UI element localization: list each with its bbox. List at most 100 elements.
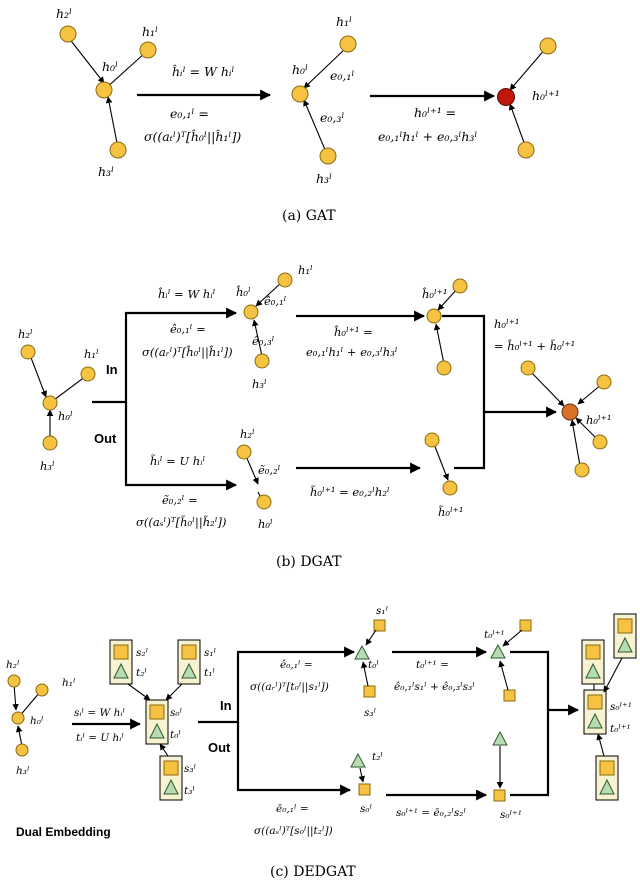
edge-c-in-3-0 [360,661,369,687]
node-a-m-h3 [319,147,337,165]
label-a-h2: h₂ˡ [56,6,72,21]
edge-b-f-d [569,419,581,467]
triangle-c-2 [113,662,129,679]
square-c-f-c [587,694,603,710]
edge-a-2-0 [67,36,105,84]
label-b-h0: h₀ˡ [58,409,73,423]
label-c-in-s3: s₃ˡ [364,707,376,719]
eq-b-sum2: = ĥ₀ˡ⁺¹ + h̃₀ˡ⁺¹ [494,339,575,353]
node-b-in-res [426,308,442,324]
eq-b-sum1: h₀ˡ⁺¹ [494,317,520,331]
edge-b-out-2-0 [245,455,259,485]
label-b-out-e02: ẽ₀,₂ˡ [258,463,281,477]
node-b-f-3 [592,434,608,450]
eq-a-next2: e₀,₁ˡh₁ˡ + e₀,₃ˡh₃ˡ [378,129,477,144]
label-c-box2-t: t₂ˡ [136,667,147,679]
caption-c: (c) DEDGAT [270,864,356,880]
node-b-f-1 [520,360,536,376]
edge-a-m-1-0 [303,47,347,89]
eq-c-in-agg2: ê₀,₁ˡs₁ˡ + ê₀,₃ˡs₃ˡ [394,681,475,693]
square-c-3 [163,760,179,776]
triangle-c-f-d [599,778,615,795]
label-c-box2-s: s₂ˡ [136,647,148,659]
label-c-final-s: s₀ˡ⁺¹ [610,701,632,713]
label-c-h2: h₂ˡ [6,659,20,671]
label-a-m-h1: h₁ˡ [336,14,352,29]
eq-c-emb-s: sᵢˡ = W hᵢˡ [74,707,125,719]
node-a-h1 [139,41,157,59]
square-c-out-s0 [358,783,371,796]
edge-b-in-res-a [437,287,459,311]
square-c-f-d [599,760,615,776]
label-a-m-h0: h₀ˡ [292,62,308,77]
eq-b-out-agg: h̃₀ˡ⁺¹ = e₀,₂ˡh₂ˡ [310,485,390,499]
node-b-h2 [20,344,36,360]
label-c-in-t0: t₀ˡ [368,659,379,671]
edge-c-f-b [603,657,623,693]
label-c-box1-t: t₁ˡ [204,667,215,679]
label-c-out-t2: t₂ˡ [372,751,383,763]
node-b-h0 [42,395,58,411]
node-b-out-res [442,480,458,496]
label-b-h1: h₁ˡ [84,347,99,361]
triangle-c-f-b [617,636,633,653]
label-c-in: In [220,698,232,713]
label-b-in-e03: ê₀,₃ˡ [252,334,275,348]
node-b-in-res-n3 [436,360,452,376]
edge-c-in-1-0 [365,629,377,646]
label-c-box1-s: s₁ˡ [204,647,216,659]
eq-b-in-e01: ê₀,₁ˡ = [170,322,206,336]
node-c-h3 [15,743,29,757]
label-b-out-res: h̃₀ˡ⁺¹ [438,505,464,519]
label-b-target: h₀ˡ⁺¹ [586,413,612,427]
square-c-in-s3 [363,685,376,698]
arrow-c-in [198,646,356,724]
arrow-b-in [92,307,238,404]
triangle-c-in-t0 [354,644,370,660]
edge-b-out-res [433,443,449,481]
edge-b-in-1-0 [255,281,283,307]
label-a-target: h₀ˡ⁺¹ [532,88,560,103]
node-a-r-h3 [517,141,535,159]
label-c-final-t: t₀ˡ⁺¹ [610,723,631,735]
triangle-c-f-a [585,662,601,679]
eq-c-out-sigma: σ((aₛˡ)ᵀ[s₀ˡ||t₂ˡ]) [254,825,333,838]
edge-b-in-3-0 [252,319,263,357]
edge-c-box-2-0 [127,683,151,701]
panel-dedgat: h₂ˡ h₁ˡ h₀ˡ h₃ˡ sᵢˡ = W hᵢˡ tᵢˡ = U hᵢˡ … [6,605,637,880]
label-c-out-s0: s₀ˡ [360,803,372,815]
triangle-c-0 [149,722,165,739]
node-a-target [497,88,515,106]
square-c-out-res [493,789,506,802]
label-b-in-h1: h₁ˡ [298,263,313,277]
label-b-in-res: ĥ₀ˡ⁺¹ [422,287,448,301]
edge-b-f-a [529,370,565,407]
square-c-f-b [617,618,633,634]
eq-b-in-sigma: σ((aᵣˡ)ᵀ[ĥ₀ˡ||ĥ₁ˡ]) [142,345,233,360]
eq-b-in-agg2: e₀,₁ˡh₁ˡ + e₀,₃ˡh₃ˡ [306,345,398,359]
label-a-m-h3: h₃ˡ [316,171,332,186]
label-b-out: Out [94,431,117,446]
edge-a-m-3-0 [303,99,327,153]
eq-c-in-agg1: t₀ˡ⁺¹ = [416,659,449,671]
node-b-in-h0 [243,304,259,320]
label-b-in-e01: ê₀,₁ˡ [264,294,287,308]
label-b-in-h3: h₃ˡ [252,377,267,391]
square-c-1 [181,644,197,660]
node-c-h0 [11,711,25,725]
node-b-in-h3 [254,353,270,369]
label-c-box0-t: t₀ˡ [170,729,181,741]
bracket-c-merge [510,650,550,797]
label-c-h0: h₀ˡ [30,715,44,727]
node-a-h2 [59,25,77,43]
node-c-h1 [35,683,49,697]
edge-b-2-0 [29,354,47,398]
edge-b-f-c [575,417,599,441]
label-c-h1: h₁ˡ [62,677,76,689]
label-c-out-res: s₀ˡ⁺¹ [500,809,522,821]
node-b-in-h1 [277,272,293,288]
square-c-in-res-1 [519,619,532,632]
node-a-h0 [95,81,113,99]
edge-b-in-res-b [433,323,445,365]
